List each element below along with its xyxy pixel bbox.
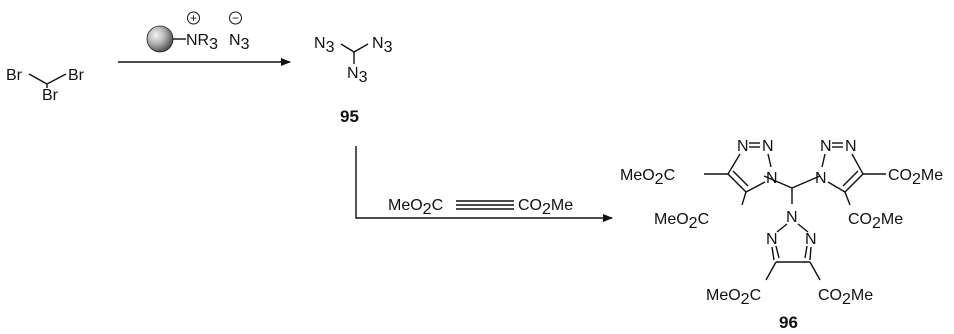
azide-label: N3 [372, 35, 393, 56]
ring-n-label: N [805, 231, 817, 248]
bond [809, 246, 812, 261]
bond [809, 261, 821, 281]
charge-plus-label: + [190, 11, 197, 25]
azide-anion-label: N3 [229, 32, 250, 53]
ester-label: MeO2C [620, 167, 675, 188]
ester-label: MeO2C [706, 287, 761, 308]
polymer-bead-icon [146, 25, 174, 53]
bond [844, 173, 864, 193]
bond [763, 175, 793, 189]
ring-n-label: N [815, 170, 827, 187]
charge-minus-label: − [232, 11, 239, 25]
bond [844, 191, 851, 206]
bond [842, 170, 859, 187]
product-tris-triazolylmethane: N N N MeO2C MeO2C N N N CO2Me [620, 138, 943, 332]
ring-n-label: N [845, 138, 857, 155]
bond [340, 43, 355, 53]
intermediate-triazidomethane: N3 N3 N3 95 [314, 35, 393, 126]
br-label: Br [42, 87, 59, 104]
ammonium-group-label: NR3 [186, 32, 218, 53]
bond [741, 191, 747, 206]
br-label: Br [68, 67, 85, 84]
bond [821, 153, 826, 168]
bond [727, 153, 741, 175]
ester-label: CO2Me [848, 211, 903, 232]
ester-label: CO2Me [818, 287, 873, 308]
reactant-tribromomethane: Br Br Br [6, 67, 85, 104]
charge-circle-icon [229, 11, 242, 25]
bond [775, 245, 780, 259]
bond [727, 173, 747, 193]
bond [851, 153, 864, 175]
ring-n-label: N [737, 138, 749, 155]
bond [804, 245, 808, 259]
azide-label: N3 [347, 65, 368, 86]
bond [353, 43, 369, 53]
bond [771, 246, 775, 261]
bond [745, 181, 766, 193]
dimethyl-acetylenedicarboxylate-reagent: MeO2C CO2Me [388, 197, 573, 218]
ring-n-label: N [786, 209, 798, 226]
ring-n-label: N [762, 138, 774, 155]
ester-label: CO2Me [518, 197, 573, 218]
polymer-supported-azide-reagent: + NR3 − N3 [146, 11, 250, 53]
bond [765, 261, 777, 281]
bond [776, 223, 788, 233]
ester-label: MeO2C [654, 211, 709, 232]
ring-n-label: N [766, 231, 778, 248]
bond [797, 223, 809, 233]
ester-label: MeO2C [388, 197, 443, 218]
bond [28, 73, 48, 85]
ester-label: CO2Me [888, 167, 943, 188]
arrow-line [355, 146, 613, 222]
compound-number-95: 95 [340, 107, 359, 126]
bond [46, 73, 67, 85]
br-label: Br [6, 67, 23, 84]
bond [827, 181, 846, 193]
bond [732, 170, 749, 187]
ring-n-label: N [820, 138, 832, 155]
bond [767, 153, 772, 168]
ring-n-label: N [766, 170, 778, 187]
bond [791, 175, 821, 189]
compound-number-96: 96 [779, 313, 798, 332]
reaction-arrow-step2 [355, 146, 613, 222]
azide-label: N3 [314, 35, 335, 56]
charge-circle-icon [187, 11, 200, 25]
